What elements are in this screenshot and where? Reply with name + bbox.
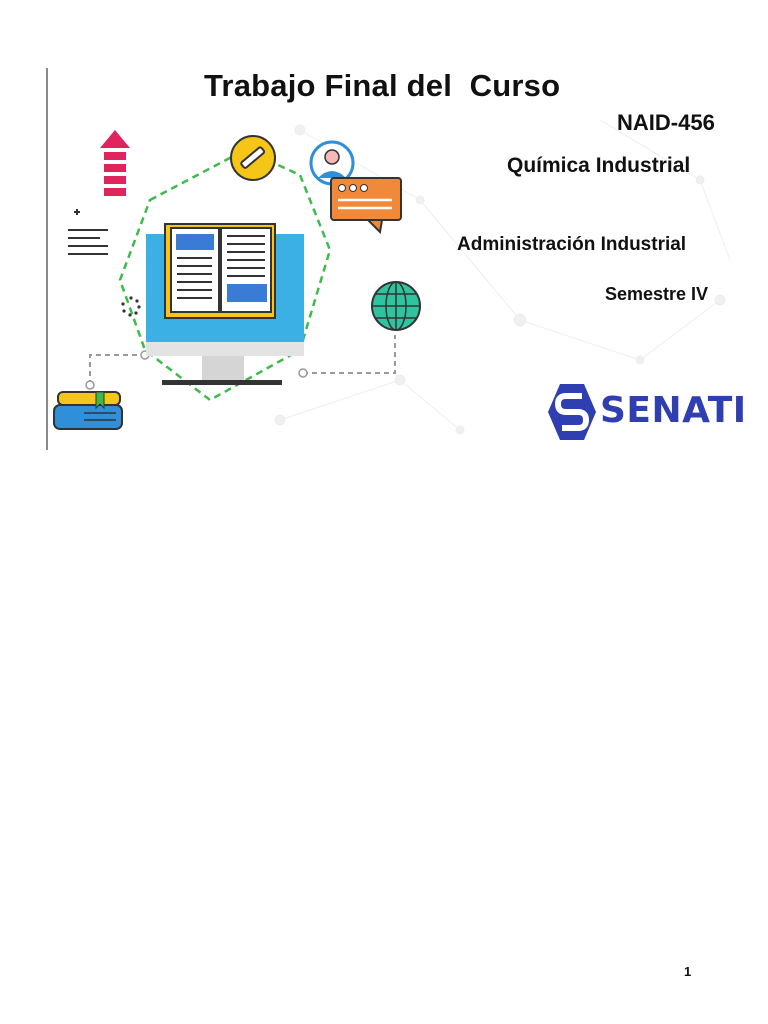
upload-arrow-icon xyxy=(100,130,130,196)
page-number: 1 xyxy=(684,964,692,979)
semester-label: Semestre IV xyxy=(605,284,709,304)
left-margin-rule xyxy=(46,68,48,450)
document-title: Trabajo Final del Curso xyxy=(204,68,561,103)
institution-logo-text: SENATI xyxy=(600,390,747,431)
program-name: Administración Industrial xyxy=(457,234,687,255)
open-book-icon xyxy=(164,223,276,319)
chat-bubble-icon xyxy=(330,177,402,235)
globe-icon xyxy=(371,281,421,331)
course-name: Química Industrial xyxy=(507,154,691,177)
connector-left xyxy=(89,354,145,385)
course-code: NAID-456 xyxy=(617,110,715,135)
books-stack-icon xyxy=(53,391,123,430)
pen-icon xyxy=(230,135,276,181)
cover-illustration xyxy=(53,119,731,440)
senati-logo-icon xyxy=(548,384,596,440)
loading-icon xyxy=(121,296,141,317)
connector-right xyxy=(303,335,396,374)
user-icon xyxy=(309,140,355,186)
background-network xyxy=(274,119,731,435)
list-icon xyxy=(68,209,108,255)
